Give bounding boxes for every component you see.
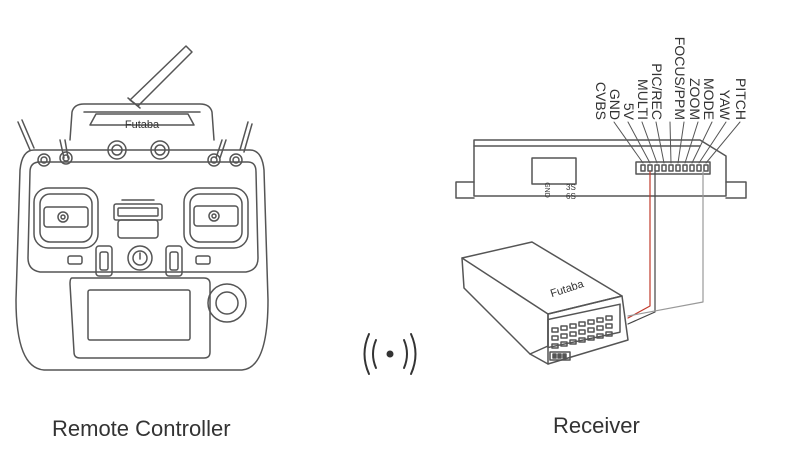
port-label-mode: MODE [701,78,717,120]
port-label-pic-rec: PIC/REC [649,63,665,120]
bind-port [549,351,571,361]
trim-lever-right-outer[interactable] [165,245,183,277]
toggle-switch-right-outer[interactable] [239,121,253,153]
controller-body [15,149,269,371]
port-label-yaw: YAW [717,90,733,121]
right-stick[interactable] [183,187,249,249]
mount-flange-right [725,181,747,199]
pin-label-gnd-1: GND [543,182,550,198]
center-panel [113,199,163,239]
trim-lever-left-outer[interactable] [95,245,113,277]
screen-bezel [69,277,211,359]
control-box-body [473,139,727,197]
dip-switch-window[interactable] [531,157,577,185]
pin-leader-lines [613,121,741,164]
top-knob-right[interactable] [150,140,170,160]
port-label-pitch: PITCH [733,78,749,120]
receiver-ports [551,315,613,349]
wire-gray [627,171,704,317]
power-button[interactable] [127,245,153,271]
remote-controller: Futaba [15,45,269,371]
toggle-switch-left-outer[interactable] [17,119,35,151]
receiver-port-block [547,303,621,349]
receiver-caption: Receiver [553,413,640,438]
switch-label-6s: 6S [566,192,576,201]
wire-black [627,171,656,325]
port-label-gnd: GND [607,89,623,120]
port-label-zoom: ZOOM [687,78,703,120]
port-label-5v: 5V [621,103,637,121]
left-stick[interactable] [33,187,99,249]
receiver-brand-label: Futaba [549,278,586,300]
top-knob-left[interactable] [107,140,127,160]
header-pins [640,164,709,172]
switch-label-3s: 3S [566,183,576,192]
wire-red [627,171,651,319]
port-label-multi: MULTI [635,79,651,120]
mount-flange-left [455,181,475,199]
wireless-signal-icon [363,333,417,375]
receiver-top-face [461,241,623,315]
lcd-screen [87,289,191,341]
port-header [635,161,711,175]
antenna [127,45,193,109]
trim-lever-left-inner[interactable] [67,255,83,265]
carry-handle [69,103,215,141]
trim-lever-right-inner[interactable] [195,255,211,265]
port-label-cvbs: CVBS [593,82,609,120]
remote-controller-caption: Remote Controller [52,416,231,441]
remote-brand-label: Futaba [125,119,160,131]
gimbal-control-box [455,121,747,199]
receiver: Futaba [461,241,629,365]
port-label-focus-ppm: FOCUS/PPM [672,37,688,120]
jog-dial[interactable] [207,283,247,323]
brand-plate [89,113,195,126]
